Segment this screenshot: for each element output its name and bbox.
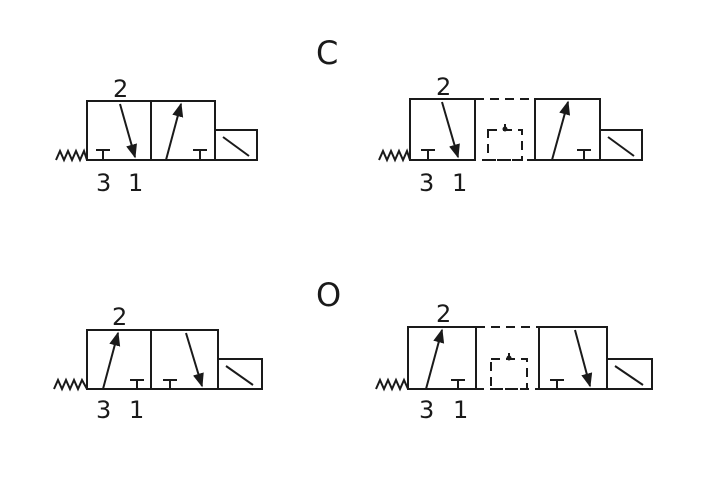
valve-nc-standard: 2 3 1	[55, 75, 258, 197]
blocked-port-symbol	[130, 379, 144, 389]
spring-icon	[375, 377, 409, 392]
heading-normally-closed: C	[316, 34, 338, 72]
port-label-supply: 1	[129, 396, 144, 424]
intermediate-port-dot	[502, 126, 508, 132]
port-label-supply: 1	[128, 169, 143, 197]
flow-arrow	[185, 332, 204, 388]
port-label-supply: 1	[453, 396, 468, 424]
port-label-work: 2	[113, 75, 128, 103]
port-label-work: 2	[436, 300, 451, 328]
blocked-port-symbol	[577, 149, 591, 160]
valve-position-left	[407, 326, 477, 390]
valve-position-right	[150, 100, 216, 161]
solenoid-actuator-icon	[217, 358, 263, 390]
flow-arrow	[165, 102, 184, 161]
solenoid-actuator-icon	[606, 358, 653, 390]
blocked-port-symbol	[550, 379, 564, 389]
valve-no-intermediate: 2 3 1	[375, 300, 653, 424]
valve-position-right	[538, 326, 608, 390]
flow-arrow	[574, 329, 593, 388]
solenoid-coil-line	[225, 365, 254, 386]
blocked-port-symbol	[96, 149, 110, 160]
port-label-exhaust: 3	[96, 169, 111, 197]
blocked-port-symbol	[163, 379, 177, 389]
flow-arrow	[441, 101, 460, 159]
flow-arrow	[551, 100, 571, 161]
intermediate-port-box	[487, 129, 523, 161]
solenoid-actuator-icon	[214, 129, 258, 161]
spring-icon	[53, 377, 88, 392]
port-label-work: 2	[436, 73, 451, 101]
blocked-port-symbol	[193, 149, 207, 160]
port-label-work: 2	[112, 303, 127, 331]
blocked-port-symbol	[451, 379, 465, 389]
flow-arrow	[102, 331, 121, 390]
blocked-port-symbol	[421, 149, 435, 160]
valve-no-standard: 2 3 1	[53, 303, 263, 424]
port-label-exhaust: 3	[419, 396, 434, 424]
spring-icon	[378, 148, 411, 163]
heading-normally-open: O	[316, 276, 341, 314]
solenoid-actuator-icon	[599, 129, 643, 161]
flow-arrow	[425, 328, 445, 390]
solenoid-coil-line	[607, 136, 635, 157]
spring-icon	[55, 148, 88, 163]
port-label-exhaust: 3	[419, 169, 434, 197]
intermediate-port-box	[490, 358, 528, 390]
port-label-exhaust: 3	[96, 396, 111, 424]
solenoid-coil-line	[222, 136, 250, 157]
port-label-supply: 1	[452, 169, 467, 197]
valve-position-left	[409, 98, 476, 161]
valve-position-right	[150, 329, 219, 390]
intermediate-port-dot	[506, 355, 512, 361]
solenoid-coil-line	[614, 365, 644, 386]
valve-nc-intermediate: 2 3 1	[378, 73, 643, 197]
valve-position-left	[86, 100, 152, 161]
flow-arrow	[119, 103, 137, 159]
